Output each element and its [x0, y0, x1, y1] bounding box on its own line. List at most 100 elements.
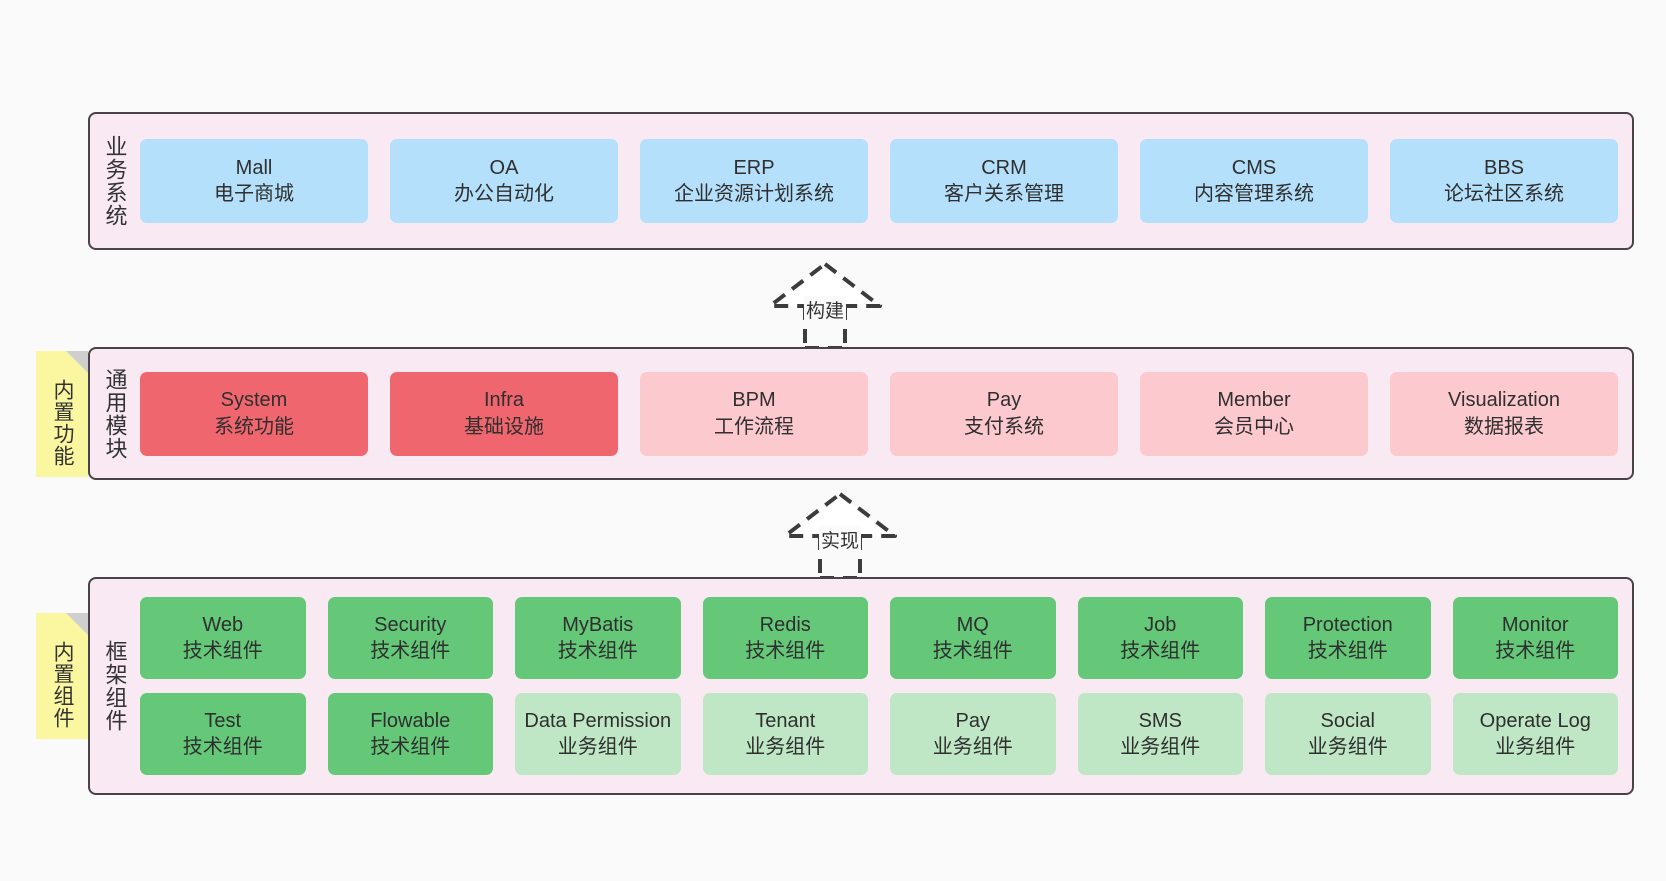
node-bbs[interactable]: BBS 论坛社区系统 — [1390, 139, 1618, 223]
node-web[interactable]: Web 技术组件 — [140, 597, 306, 679]
node-crm[interactable]: CRM 客户关系管理 — [890, 139, 1118, 223]
node-title-cn: 系统功能 — [214, 415, 294, 438]
node-mq[interactable]: MQ 技术组件 — [890, 597, 1056, 679]
node-title-cn: 客户关系管理 — [944, 183, 1064, 205]
node-title-cn: 技术组件 — [182, 736, 263, 758]
node-protection[interactable]: Protection 技术组件 — [1265, 597, 1431, 679]
node-title-en: Security — [374, 613, 447, 636]
node-title-cn: 技术组件 — [182, 640, 263, 662]
node-title-cn: 技术组件 — [1120, 640, 1201, 662]
node-monitor[interactable]: Monitor 技术组件 — [1452, 597, 1618, 679]
note-label: 内置功能 — [50, 379, 74, 467]
node-title-en: ERP — [733, 156, 775, 179]
layer-framework-components: 框架组件 Web 技术组件 Security 技术组件 MyBatis 技术组件… — [88, 577, 1634, 795]
node-mybatis[interactable]: MyBatis 技术组件 — [515, 597, 681, 679]
note-builtin-component: 内置组件 — [36, 613, 88, 739]
node-row: System 系统功能 Infra 基础设施 BPM 工作流程 Pay 支付系统… — [140, 371, 1618, 456]
node-title-cn: 论坛社区系统 — [1444, 183, 1564, 205]
node-title-cn: 基础设施 — [464, 415, 544, 438]
node-title-en: CMS — [1231, 156, 1277, 179]
node-title-en: System — [220, 389, 288, 412]
node-title-en: SMS — [1138, 709, 1182, 732]
node-row: Mall 电子商城 OA 办公自动化 ERP 企业资源计划系统 CRM 客户关系… — [140, 139, 1618, 223]
node-redis[interactable]: Redis 技术组件 — [702, 597, 868, 679]
node-title-en: Pay — [986, 389, 1022, 412]
note-builtin-function: 内置功能 — [36, 351, 88, 477]
node-title-en: Social — [1320, 709, 1375, 732]
node-title-cn: 业务组件 — [1307, 736, 1388, 758]
layer-business-system: 业务系统 Mall 电子商城 OA 办公自动化 ERP 企业资源计划系统 CRM… — [88, 112, 1634, 250]
node-sms[interactable]: SMS 业务组件 — [1077, 693, 1243, 775]
connector-implement-label: 实现 — [818, 526, 862, 553]
node-title-en: Data Permission — [524, 709, 672, 732]
layer-title-business-system: 业务系统 — [102, 135, 128, 227]
node-title-en: MyBatis — [562, 613, 634, 636]
node-title-cn: 业务组件 — [932, 736, 1013, 758]
node-title-cn: 技术组件 — [557, 640, 638, 662]
layer-body-business-system: Mall 电子商城 OA 办公自动化 ERP 企业资源计划系统 CRM 客户关系… — [140, 114, 1632, 248]
node-row: Web 技术组件 Security 技术组件 MyBatis 技术组件 Redi… — [140, 597, 1618, 679]
node-erp[interactable]: ERP 企业资源计划系统 — [640, 139, 868, 223]
node-test[interactable]: Test 技术组件 — [140, 693, 306, 775]
node-tenant[interactable]: Tenant 业务组件 — [702, 693, 868, 775]
node-title-cn: 技术组件 — [1495, 640, 1576, 662]
node-title-en: Test — [204, 709, 242, 732]
node-title-cn: 业务组件 — [557, 736, 638, 758]
node-security[interactable]: Security 技术组件 — [327, 597, 493, 679]
node-title-cn: 企业资源计划系统 — [674, 183, 834, 205]
node-title-en: Tenant — [755, 709, 816, 732]
node-title-cn: 会员中心 — [1214, 415, 1294, 438]
node-cms[interactable]: CMS 内容管理系统 — [1140, 139, 1368, 223]
connector-implement: 实现 — [765, 488, 915, 580]
node-title-cn: 业务组件 — [745, 736, 826, 758]
node-title-cn: 技术组件 — [745, 640, 826, 662]
layer-body-common-modules: System 系统功能 Infra 基础设施 BPM 工作流程 Pay 支付系统… — [140, 349, 1632, 478]
node-flowable[interactable]: Flowable 技术组件 — [327, 693, 493, 775]
connector-build-label: 构建 — [803, 296, 847, 323]
layer-body-framework-components: Web 技术组件 Security 技术组件 MyBatis 技术组件 Redi… — [140, 579, 1632, 793]
connector-build: 构建 — [750, 258, 900, 350]
node-title-cn: 支付系统 — [964, 415, 1044, 438]
node-title-cn: 业务组件 — [1495, 736, 1576, 758]
node-title-cn: 工作流程 — [714, 415, 794, 438]
node-title-en: CRM — [981, 156, 1027, 179]
node-title-en: Member — [1217, 389, 1291, 412]
node-title-en: Protection — [1302, 613, 1393, 636]
node-title-cn: 内容管理系统 — [1194, 183, 1314, 205]
node-pay-component[interactable]: Pay 业务组件 — [890, 693, 1056, 775]
node-infra[interactable]: Infra 基础设施 — [390, 371, 618, 456]
node-title-en: Visualization — [1448, 389, 1560, 412]
node-title-cn: 技术组件 — [1307, 640, 1388, 662]
node-mall[interactable]: Mall 电子商城 — [140, 139, 368, 223]
node-title-cn: 技术组件 — [932, 640, 1013, 662]
node-system[interactable]: System 系统功能 — [140, 371, 368, 456]
node-title-en: Flowable — [370, 709, 451, 732]
node-title-en: Pay — [955, 709, 990, 732]
node-title-en: Operate Log — [1479, 709, 1591, 732]
node-title-en: Web — [202, 613, 244, 636]
node-title-en: Redis — [759, 613, 811, 636]
node-title-cn: 技术组件 — [370, 640, 451, 662]
node-operate-log[interactable]: Operate Log 业务组件 — [1452, 693, 1618, 775]
node-title-en: OA — [489, 156, 519, 179]
node-bpm[interactable]: BPM 工作流程 — [640, 371, 868, 456]
node-pay-module[interactable]: Pay 支付系统 — [890, 371, 1118, 456]
node-title-cn: 技术组件 — [370, 736, 451, 758]
layer-common-modules: 通用模块 System 系统功能 Infra 基础设施 BPM 工作流程 Pay… — [88, 347, 1634, 480]
node-data-permission[interactable]: Data Permission 业务组件 — [515, 693, 681, 775]
node-row: Test 技术组件 Flowable 技术组件 Data Permission … — [140, 693, 1618, 775]
node-job[interactable]: Job 技术组件 — [1077, 597, 1243, 679]
node-title-en: BPM — [732, 389, 776, 412]
node-member[interactable]: Member 会员中心 — [1140, 371, 1368, 456]
node-oa[interactable]: OA 办公自动化 — [390, 139, 618, 223]
layer-title-framework-components: 框架组件 — [102, 640, 128, 732]
node-title-en: BBS — [1483, 156, 1525, 179]
node-visualization[interactable]: Visualization 数据报表 — [1390, 371, 1618, 456]
layer-title-common-modules: 通用模块 — [102, 367, 128, 460]
node-title-cn: 办公自动化 — [454, 183, 554, 205]
node-title-en: Mall — [235, 156, 273, 179]
node-social[interactable]: Social 业务组件 — [1265, 693, 1431, 775]
node-title-cn: 电子商城 — [214, 183, 294, 205]
node-title-cn: 数据报表 — [1464, 415, 1544, 438]
